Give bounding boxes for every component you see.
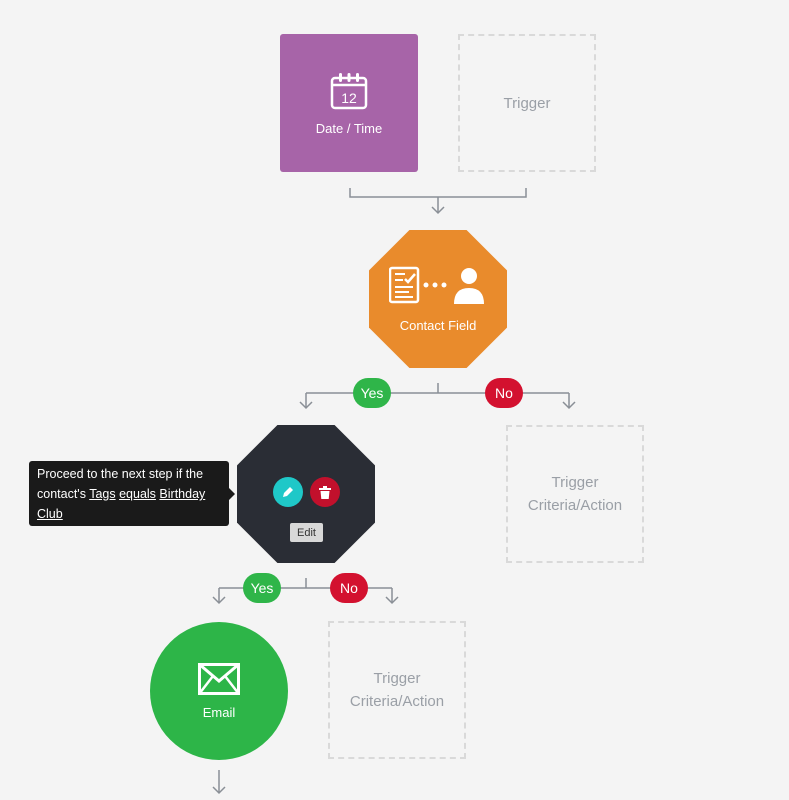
edit-pencil-icon xyxy=(283,487,293,497)
tooltip-operator[interactable]: equals xyxy=(119,487,156,501)
edit-button[interactable] xyxy=(273,477,303,507)
condition-node[interactable] xyxy=(237,425,375,563)
tooltip-field[interactable]: Tags xyxy=(89,487,116,501)
condition-yes-branch[interactable]: Yes xyxy=(243,573,281,603)
condition-no-branch[interactable]: No xyxy=(330,573,368,603)
contact-no-branch[interactable]: No xyxy=(485,378,523,408)
contact-yes-branch[interactable]: Yes xyxy=(353,378,391,408)
trigger-placeholder-no-branch[interactable]: Trigger Criteria/Action xyxy=(506,425,644,563)
tooltip-prefix: Proceed to the next step if the contact'… xyxy=(37,467,204,501)
contact-field-label: Contact Field xyxy=(399,317,477,333)
email-node[interactable]: Email xyxy=(150,622,288,760)
envelope-icon xyxy=(198,662,240,695)
contact-field-node[interactable]: Contact Field xyxy=(369,230,507,368)
delete-trash-icon xyxy=(319,485,331,499)
trigger-placeholder-top[interactable]: Trigger xyxy=(458,34,596,172)
date-time-label: Date / Time xyxy=(315,120,383,136)
date-time-node[interactable]: 12 Date / Time xyxy=(280,34,418,172)
trigger-placeholder-condition-no[interactable]: Trigger Criteria/Action xyxy=(328,621,466,759)
condition-tooltip: Proceed to the next step if the contact'… xyxy=(29,461,235,526)
trigger-placeholder-label: Trigger Criteria/Action xyxy=(527,474,623,514)
calendar-icon: 12 xyxy=(330,72,368,109)
calendar-day: 12 xyxy=(341,90,357,106)
tooltip-value[interactable]: Birthday Club xyxy=(37,487,206,521)
edit-tooltip-chip: Edit xyxy=(290,523,323,542)
delete-button[interactable] xyxy=(310,477,340,507)
contact-field-icon xyxy=(389,266,484,304)
email-label: Email xyxy=(202,704,236,720)
trigger-placeholder-label: Trigger xyxy=(503,94,551,112)
trigger-placeholder-label: Trigger Criteria/Action xyxy=(349,670,445,710)
